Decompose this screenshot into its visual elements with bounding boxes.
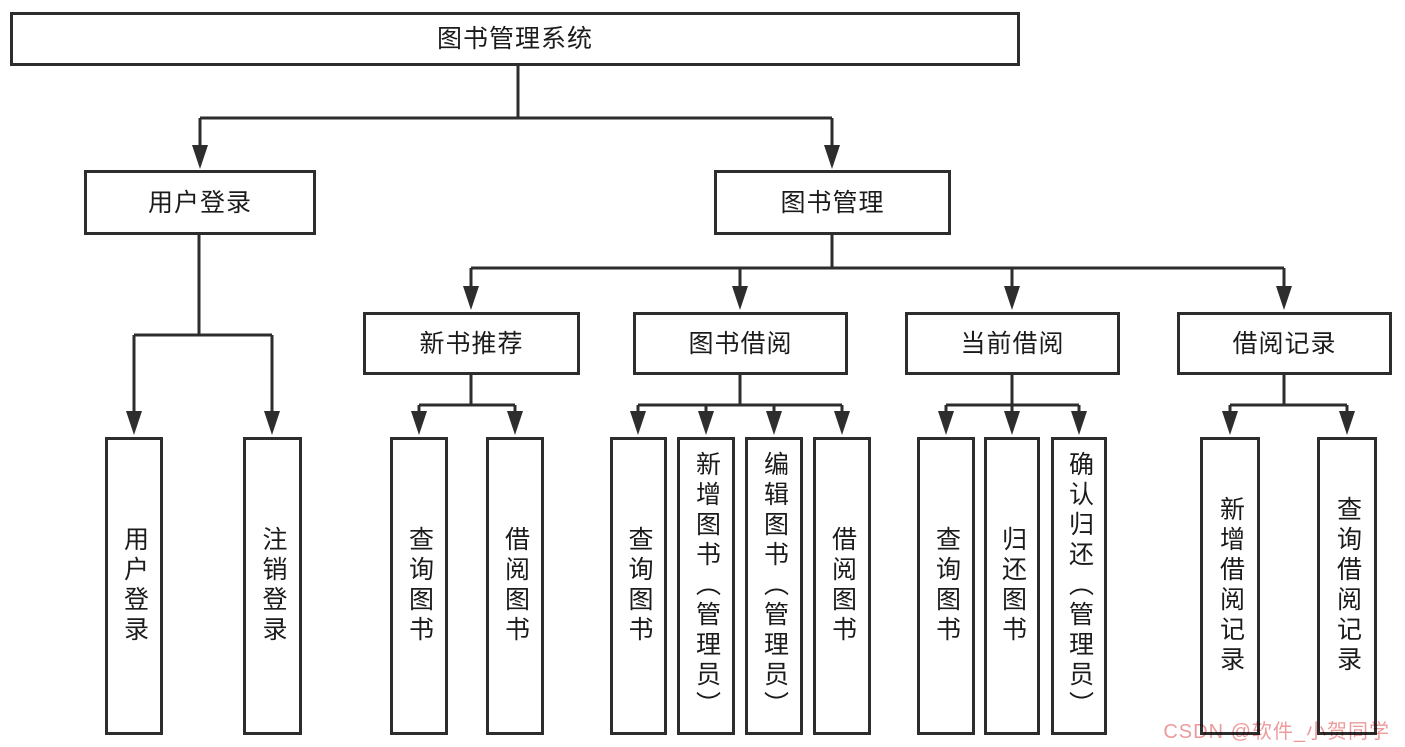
node-label: 查询借阅记录 bbox=[1333, 496, 1362, 676]
node-label: 查询图书 bbox=[405, 526, 434, 646]
node-label: 归还图书 bbox=[998, 526, 1027, 646]
leaf-query-books-2: 查询图书 bbox=[610, 437, 667, 735]
node-label: 查询图书 bbox=[932, 526, 961, 646]
node-label: 借阅记录 bbox=[1232, 329, 1337, 358]
node-borrowing-records: 借阅记录 bbox=[1177, 312, 1392, 375]
leaf-user-login: 用户登录 bbox=[105, 437, 163, 735]
leaf-edit-book-admin: 编辑图书（管理员） bbox=[745, 437, 803, 735]
node-label: 注销登录 bbox=[259, 526, 287, 646]
node-label: 确认归还（管理员） bbox=[1065, 451, 1094, 721]
node-label: 新增借阅记录 bbox=[1216, 496, 1245, 676]
node-label: 借阅图书 bbox=[501, 526, 530, 646]
leaf-query-books-1: 查询图书 bbox=[390, 437, 448, 735]
leaf-add-book-admin: 新增图书（管理员） bbox=[677, 437, 735, 735]
connector-book-borrowing-children bbox=[636, 375, 844, 416]
node-label: 借阅图书 bbox=[828, 526, 857, 646]
leaf-return-book: 归还图书 bbox=[984, 437, 1040, 735]
arrowheads bbox=[126, 145, 1355, 435]
leaf-logout: 注销登录 bbox=[243, 437, 302, 735]
node-user-login: 用户登录 bbox=[84, 170, 316, 235]
csdn-watermark: CSDN @软件_小贺同学 bbox=[1163, 721, 1390, 743]
connector-user-login-children bbox=[132, 235, 274, 416]
node-label: 查询图书 bbox=[625, 526, 653, 646]
leaf-query-books-3: 查询图书 bbox=[917, 437, 975, 735]
node-new-book-recommendation: 新书推荐 bbox=[363, 312, 580, 375]
node-label: 用户登录 bbox=[147, 188, 252, 217]
leaf-add-borrow-record: 新增借阅记录 bbox=[1200, 437, 1260, 735]
connector-book-management-level3 bbox=[469, 235, 1286, 291]
leaf-borrow-books-1: 借阅图书 bbox=[486, 437, 544, 735]
node-label: 新增图书（管理员） bbox=[692, 451, 721, 721]
node-label: 当前借阅 bbox=[960, 329, 1065, 358]
connector-new-book-children bbox=[417, 375, 517, 416]
leaf-query-borrow-record: 查询借阅记录 bbox=[1317, 437, 1377, 735]
leaf-borrow-books-2: 借阅图书 bbox=[813, 437, 871, 735]
connector-current-borrowing-children bbox=[944, 375, 1081, 416]
node-label: 图书管理 bbox=[780, 188, 885, 217]
leaf-confirm-return-admin: 确认归还（管理员） bbox=[1051, 437, 1107, 735]
node-book-borrowing: 图书借阅 bbox=[633, 312, 848, 375]
node-current-borrowing: 当前借阅 bbox=[905, 312, 1120, 375]
connector-root-to-level2 bbox=[198, 66, 834, 150]
node-book-management: 图书管理 bbox=[714, 170, 951, 235]
node-library-management-system: 图书管理系统 bbox=[10, 12, 1020, 66]
node-label: 图书管理系统 bbox=[436, 25, 593, 53]
connector-borrowing-records-children bbox=[1228, 375, 1349, 416]
node-label: 图书借阅 bbox=[688, 329, 793, 358]
node-label: 新书推荐 bbox=[419, 329, 524, 358]
node-label: 用户登录 bbox=[120, 526, 149, 646]
node-label: 编辑图书（管理员） bbox=[760, 451, 789, 721]
